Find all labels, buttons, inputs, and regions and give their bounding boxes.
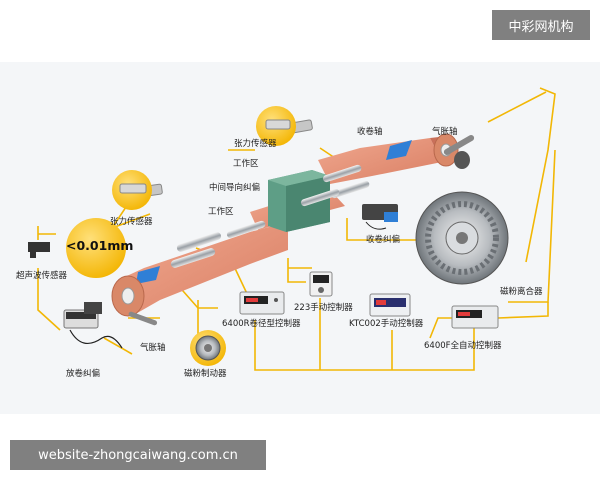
unwind-roll	[112, 276, 144, 316]
precision-badge: <0.01mm	[66, 238, 133, 253]
label-controller-ktc002: KTC002手动控制器	[349, 320, 423, 329]
website-watermark: website-zhongcaiwang.com.cn	[10, 440, 266, 470]
label-tension-sensor-left: 张力传感器	[110, 218, 153, 227]
label-tension-sensor-top: 张力传感器	[234, 140, 277, 149]
guide-machine	[268, 170, 330, 232]
controller-223-device	[310, 272, 332, 296]
label-ultrasonic-sensor: 超声波传感器	[16, 272, 67, 281]
label-work-area-mid: 工作区	[208, 208, 234, 217]
magnetic-clutch	[416, 192, 508, 284]
controller-6400r-device	[240, 292, 284, 314]
brand-watermark: 中彩网机构	[492, 10, 590, 40]
label-magnetic-brake: 磁粉制动器	[184, 370, 227, 379]
label-magnetic-clutch: 磁粉离合器	[500, 288, 543, 297]
label-unwind-correction: 放卷纠偏	[66, 370, 100, 379]
label-controller-223: 223手动控制器	[294, 304, 353, 313]
label-air-shaft-bottom: 气胀轴	[140, 344, 166, 353]
magnetic-brake	[190, 330, 226, 366]
label-controller-6400f: 6400F全自动控制器	[424, 342, 502, 351]
controller-6400f-device	[452, 306, 498, 328]
label-air-shaft-top: 气胀轴	[432, 128, 458, 137]
controller-ktc002-device	[370, 294, 410, 316]
label-work-area-top: 工作区	[233, 160, 259, 169]
label-rewind-shaft: 收卷轴	[357, 128, 383, 137]
label-rewind-correction: 收卷纠偏	[366, 236, 400, 245]
label-controller-6400r: 6400R卷径型控制器	[222, 320, 301, 329]
label-middle-guide: 中间导向纠偏	[209, 184, 260, 193]
